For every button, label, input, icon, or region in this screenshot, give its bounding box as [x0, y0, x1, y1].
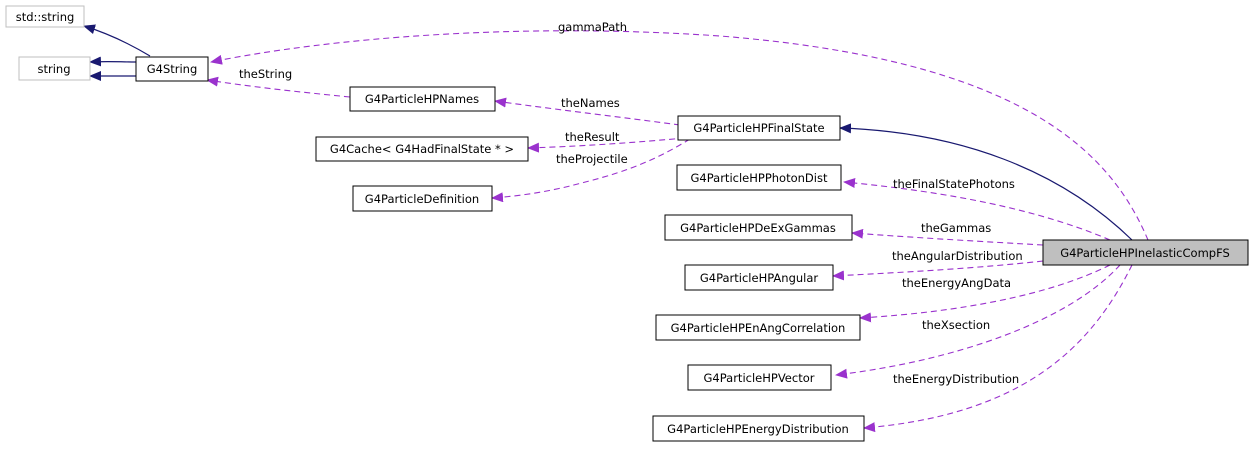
- edge-theenergyangdata: [859, 264, 1111, 323]
- node-hp-vector[interactable]: G4ParticleHPVector: [687, 364, 832, 391]
- edge-label-theenergydistribution: theEnergyDistribution: [893, 372, 1019, 386]
- node-hp-energy-distribution[interactable]: G4ParticleHPEnergyDistribution: [652, 415, 865, 442]
- node-std-string[interactable]: std::string: [5, 5, 85, 28]
- edge-label-thefinalstatephotons: theFinalStatePhotons: [893, 177, 1015, 191]
- node-label-hp-final-state: G4ParticleHPFinalState: [693, 121, 824, 135]
- edge-theprojectile: [491, 138, 691, 203]
- edge-label-thegammas: theGammas: [921, 221, 991, 235]
- edge-theresult: [527, 137, 686, 153]
- node-label-hp-energy-distribution: G4ParticleHPEnergyDistribution: [667, 422, 849, 436]
- edge-g4string-to-std-string: [83, 24, 151, 57]
- node-hp-deex-gammas[interactable]: G4ParticleHPDeExGammas: [664, 214, 853, 241]
- node-label-particle-definition: G4ParticleDefinition: [365, 192, 479, 206]
- node-hp-en-ang-correlation[interactable]: G4ParticleHPEnAngCorrelation: [655, 314, 861, 341]
- edge-label-thexsection: theXsection: [922, 318, 990, 332]
- node-label-hp-inelastic-comp-fs: G4ParticleHPInelasticCompFS: [1060, 246, 1230, 260]
- edge-label-theangulardistribution: theAngularDistribution: [892, 249, 1023, 263]
- node-label-string: string: [37, 62, 70, 76]
- node-hp-final-state[interactable]: G4ParticleHPFinalState: [677, 115, 841, 141]
- node-label-hp-en-ang-correlation: G4ParticleHPEnAngCorrelation: [671, 321, 846, 335]
- edge-label-theenergyangdata: theEnergyAngData: [902, 276, 1011, 290]
- node-g4string[interactable]: G4String: [135, 56, 209, 82]
- node-string[interactable]: string: [18, 56, 91, 81]
- nodes: std::string string G4String G4ParticleHP…: [5, 5, 1249, 442]
- edge-label-theresult: theResult: [565, 130, 620, 144]
- edge-label-thestring: theString: [239, 67, 292, 81]
- node-hp-photon-dist[interactable]: G4ParticleHPPhotonDist: [676, 164, 842, 191]
- node-label-hp-angular: G4ParticleHPAngular: [700, 271, 819, 285]
- edge-thegammas: [851, 228, 1044, 246]
- node-label-std-string: std::string: [16, 10, 75, 24]
- node-hp-inelastic-comp-fs[interactable]: G4ParticleHPInelasticCompFS: [1042, 239, 1249, 266]
- edge-labels: gammaPath theString theNames theResult t…: [239, 20, 1023, 386]
- edge-label-gammapath: gammaPath: [558, 20, 627, 34]
- node-hp-names[interactable]: G4ParticleHPNames: [349, 86, 496, 112]
- edge-theenergydistribution: [863, 264, 1133, 433]
- edge-gammapath: [210, 30, 1149, 241]
- edge-theangulardistribution: [832, 260, 1044, 281]
- node-label-hp-photon-dist: G4ParticleHPPhotonDist: [691, 171, 828, 185]
- edge-label-thenames: theNames: [561, 96, 620, 110]
- node-label-hp-names: G4ParticleHPNames: [365, 92, 479, 106]
- edge-thefinalstatephotons: [843, 178, 1111, 241]
- node-label-hp-deex-gammas: G4ParticleHPDeExGammas: [680, 221, 836, 235]
- node-g4cache[interactable]: G4Cache< G4HadFinalState * >: [315, 136, 529, 162]
- node-hp-angular[interactable]: G4ParticleHPAngular: [684, 264, 834, 291]
- edge-thenames: [494, 97, 681, 126]
- edge-thestring: [206, 76, 351, 98]
- node-label-g4string: G4String: [147, 62, 198, 76]
- edges: [83, 24, 1149, 433]
- node-particle-definition[interactable]: G4ParticleDefinition: [352, 185, 493, 212]
- node-label-g4cache: G4Cache< G4HadFinalState * >: [330, 142, 514, 156]
- edge-inelastic-to-finalstate: [839, 123, 1133, 241]
- edge-label-theprojectile: theProjectile: [556, 152, 628, 166]
- edge-thexsection: [835, 264, 1121, 379]
- node-label-hp-vector: G4ParticleHPVector: [704, 371, 815, 385]
